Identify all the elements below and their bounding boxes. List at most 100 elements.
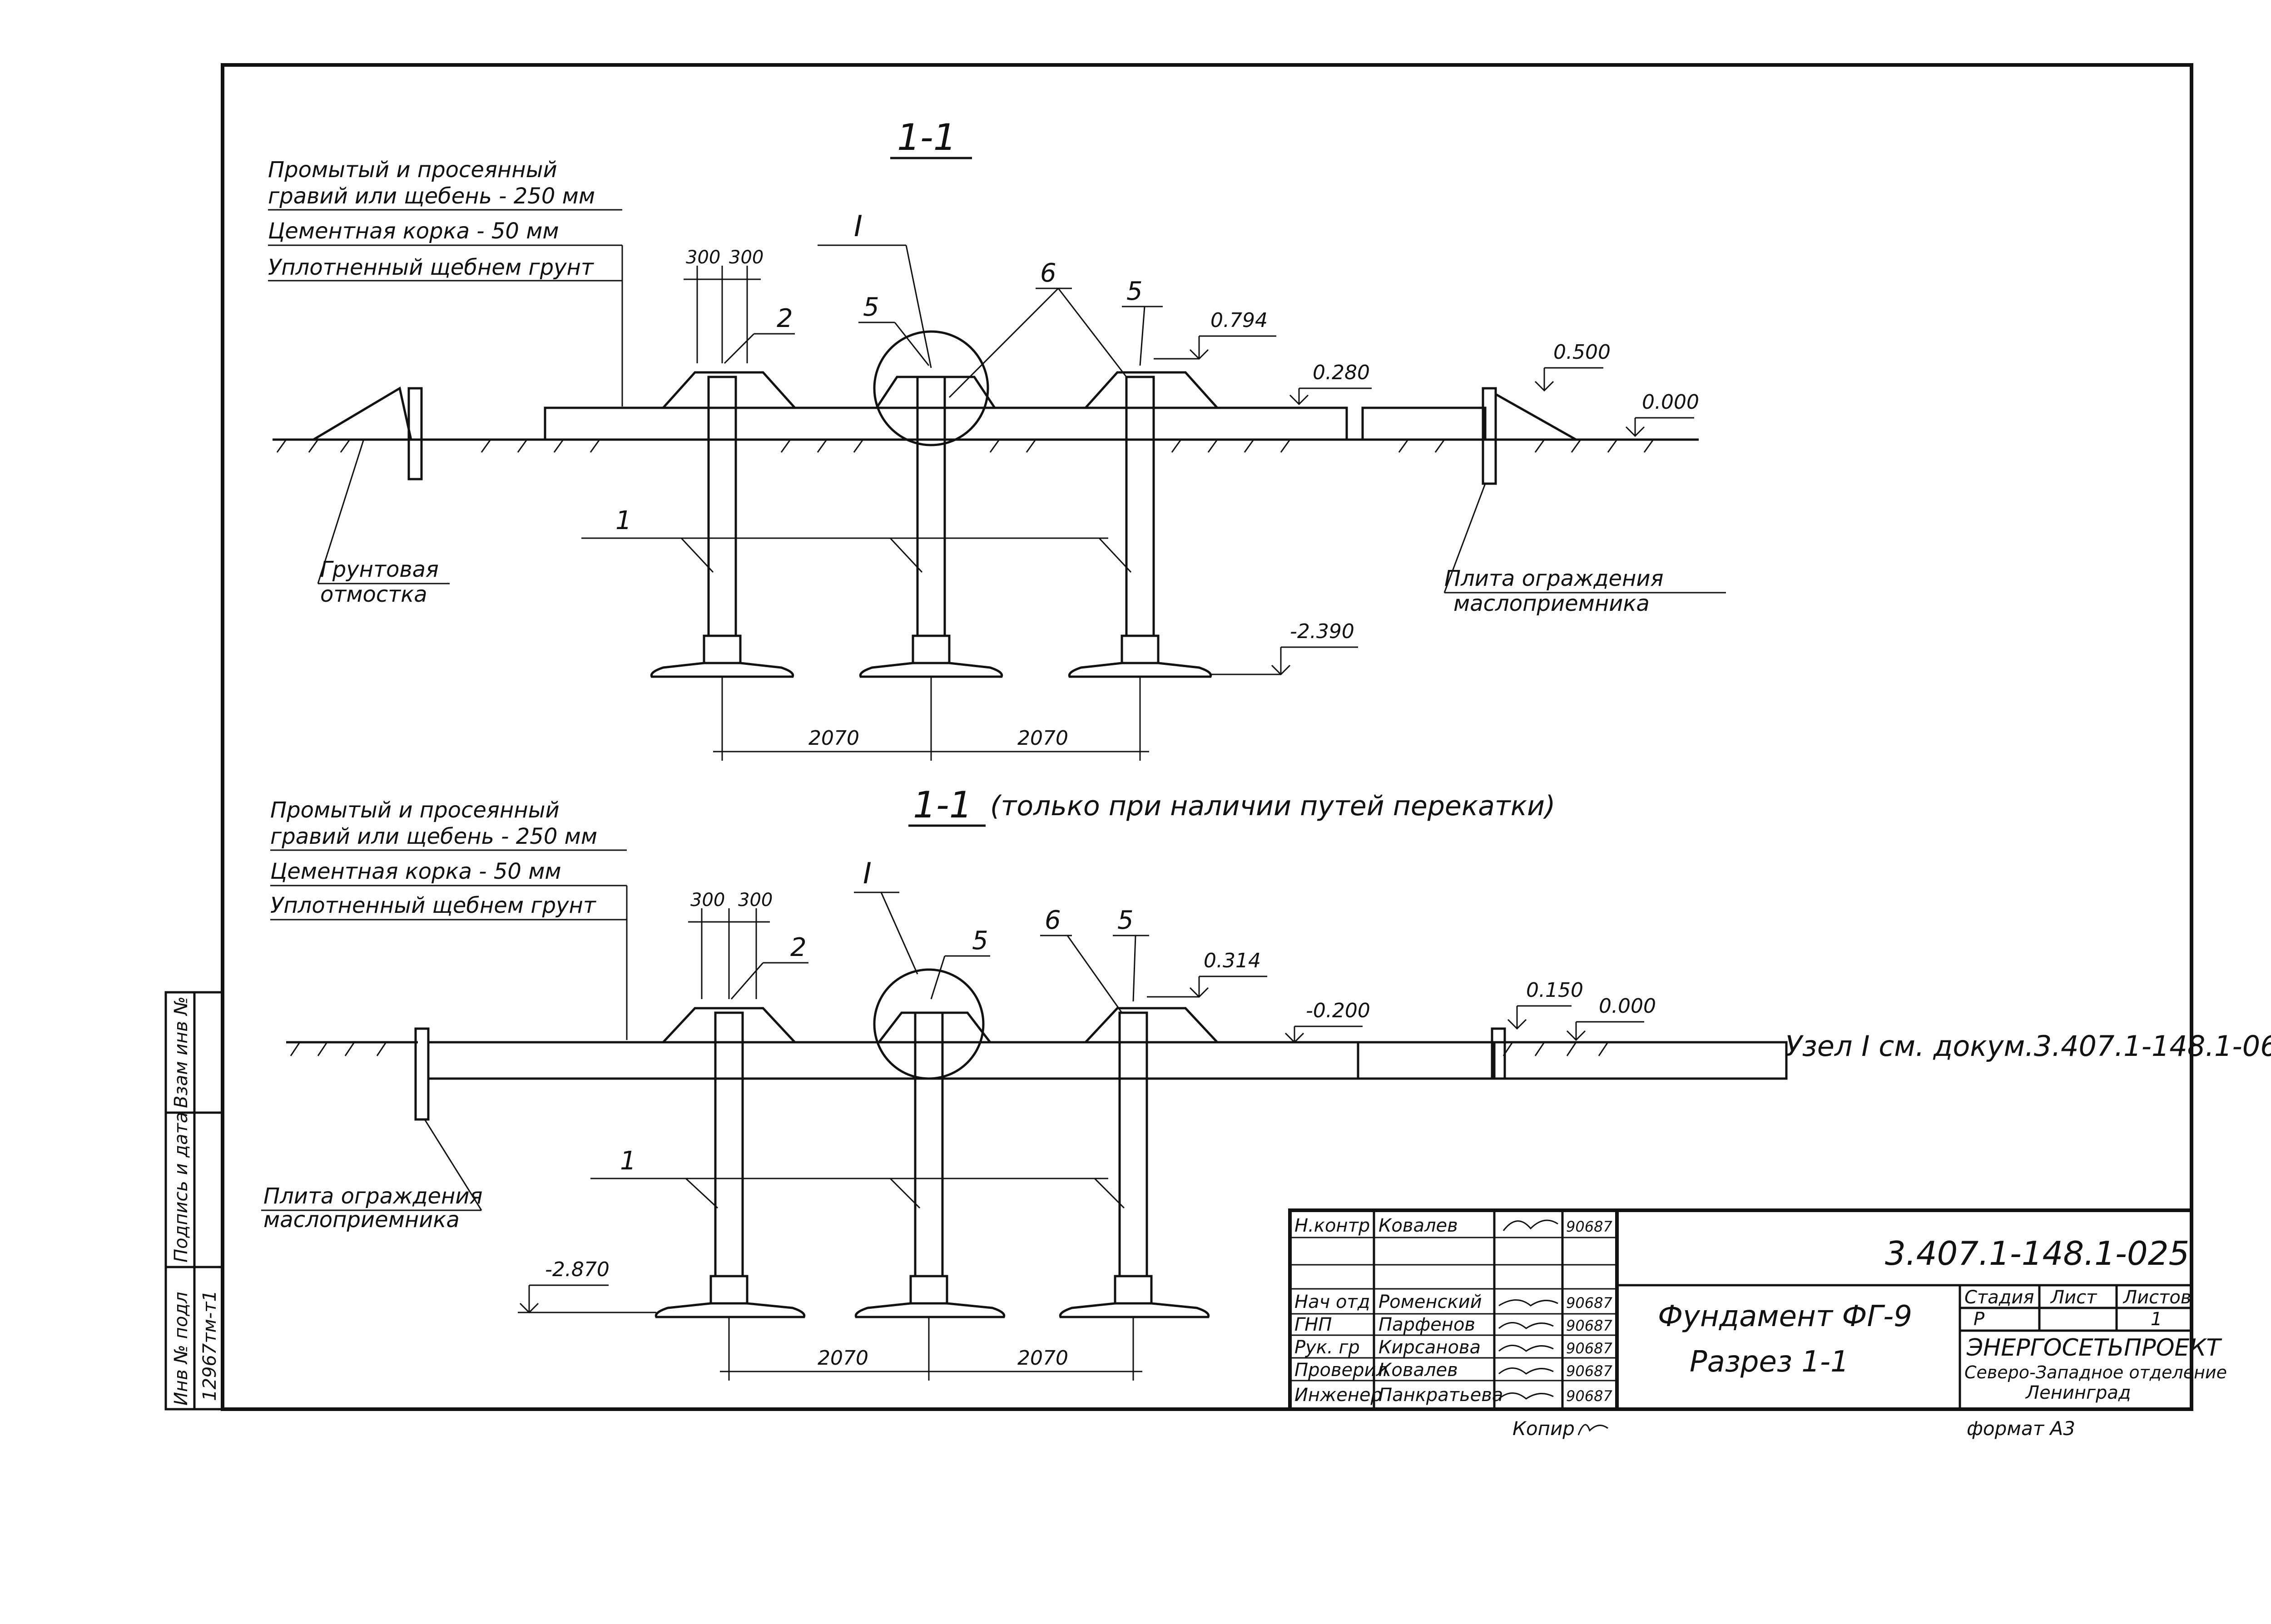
layer-3-s2: Уплотненный щебнем грунт [270, 893, 597, 918]
column-1a [650, 376, 794, 678]
callout-5b-s2: 5 [1117, 906, 1134, 935]
layer-1-line1-s2: Промытый и просеянный [270, 797, 560, 823]
sheets-value: 1 [2151, 1309, 2162, 1330]
signer-name: Роменский [1378, 1292, 1482, 1312]
org-line2: Северо-Западное отделение [1964, 1362, 2227, 1382]
elev-4: 0.000 [1642, 391, 1699, 414]
dim-top-1: 300 [686, 247, 720, 268]
signature [1498, 1367, 1554, 1375]
elev-1: 0.794 [1210, 309, 1268, 332]
org-line3: Ленинград [2025, 1382, 2131, 1403]
stage-value: Р [1973, 1309, 1985, 1330]
stamp-col2: Подпись и дата [171, 1112, 192, 1263]
dim-bottom-1-s2: 2070 [818, 1347, 868, 1370]
doc-code: 3.407.1-148.1-025 [1885, 1234, 2189, 1272]
elev-1-s2: 0.314 [1204, 949, 1261, 972]
layer-1-line2: гравий или щебень - 250 мм [268, 183, 595, 209]
dim-top-1-s2: 300 [690, 890, 725, 911]
column-1b [859, 376, 1003, 678]
label-left-line2: отмостка [320, 582, 427, 607]
signer-row-3: Рук. гр Кирсанова 90687 [1294, 1337, 1612, 1358]
section-2-subtitle: (только при наличии путей перекатки) [990, 790, 1555, 822]
label-right-line1: Плита ограждения [1444, 566, 1663, 591]
layer-1-line2-s2: гравий или щебень - 250 мм [270, 824, 597, 849]
format-label: формат А3 [1967, 1417, 2075, 1440]
dim-top-2-s2: 300 [738, 890, 773, 911]
stamp-col1: Инв № подл [171, 1292, 192, 1406]
signer-role: Нач отд [1294, 1292, 1370, 1312]
elev-2: 0.280 [1313, 361, 1370, 384]
callout-1-s2: 1 [620, 1146, 636, 1176]
dim-bottom-1: 2070 [808, 727, 859, 750]
label-left-line1: Грунтовая [320, 557, 439, 582]
signer-date: 90687 [1566, 1362, 1612, 1380]
col-stage: Стадия [1964, 1287, 2034, 1308]
signature [1502, 1219, 1558, 1231]
signature [1498, 1322, 1554, 1329]
node-note: Узел I см. докум.3.407.1-148.1-060 [1785, 1030, 2271, 1063]
drawing-title-line1: Фундамент ФГ-9 [1658, 1300, 1912, 1333]
elev-4-s2: 0.000 [1599, 995, 1656, 1018]
org-line1: ЭНЕРГОСЕТЬПРОЕКТ [1966, 1334, 2222, 1362]
signer-name: Ковалев [1378, 1215, 1458, 1236]
section-1-title: 1-1 [897, 116, 957, 158]
callout-6-s2: 6 [1045, 906, 1061, 935]
signature [1498, 1392, 1554, 1400]
copied-signature [1577, 1424, 1608, 1436]
signer-row-5: Инженер Панкратьева 90687 [1294, 1385, 1612, 1406]
signer-name: Парфенов [1378, 1314, 1475, 1335]
title-block: Н.контр Ковалев 90687 Нач отд Роменский … [1288, 1208, 2227, 1411]
signer-date: 90687 [1566, 1218, 1612, 1235]
signer-row-0: Н.контр Ковалев 90687 [1294, 1215, 1612, 1236]
signer-date: 90687 [1566, 1294, 1612, 1312]
label-right-line2: маслоприемника [1453, 591, 1650, 616]
dim-top-2: 300 [729, 247, 764, 268]
stamp-col3: Взам инв № [171, 996, 192, 1108]
elev-5-s2: -2.870 [545, 1258, 610, 1281]
signer-date: 90687 [1566, 1387, 1612, 1405]
callout-2: 2 [777, 304, 793, 333]
signature [1498, 1345, 1554, 1352]
callout-node-2: I [863, 857, 872, 891]
stamp-inv-number: 12967тм-т1 [199, 1290, 220, 1401]
layer-3: Уплотненный щебнем грунт [268, 255, 595, 280]
dim-bottom-2: 2070 [1017, 727, 1068, 750]
callout-5a: 5 [863, 292, 879, 322]
column-1c [1068, 376, 1212, 678]
signature [1498, 1299, 1558, 1307]
label-left-line2-s2: маслоприемника [263, 1207, 460, 1233]
signer-name: Ковалев [1378, 1360, 1458, 1381]
sheet-frame [221, 63, 2193, 1411]
callout-node-1: I [854, 210, 863, 243]
drawing-title-line2: Разрез 1-1 [1690, 1345, 1849, 1379]
col-sheets: Листов [2122, 1287, 2191, 1308]
elev-3: 0.500 [1553, 341, 1611, 364]
section-2: 1-1 (только при наличии путей перекатки)… [261, 784, 1788, 1381]
layer-1-line1: Промытый и просеянный [268, 157, 557, 183]
section-1: 1-1 Промытый и просеянный гравий или щеб… [268, 116, 1726, 761]
signer-role: Инженер [1294, 1385, 1382, 1406]
signer-role: Н.контр [1294, 1215, 1370, 1236]
column-2c [1059, 1011, 1210, 1318]
elev-3-s2: 0.150 [1526, 979, 1583, 1002]
dim-bottom-2-s2: 2070 [1017, 1347, 1068, 1370]
signer-name: Панкратьева [1378, 1385, 1503, 1406]
signer-date: 90687 [1566, 1340, 1612, 1357]
callout-2-s2: 2 [790, 933, 807, 962]
layer-2: Цементная корка - 50 мм [268, 218, 559, 244]
column-2b [854, 1011, 1006, 1318]
side-stamp: Инв № подл Подпись и дата Взам инв № 129… [164, 991, 224, 1411]
section-2-title: 1-1 [913, 784, 972, 826]
signer-row-1: Нач отд Роменский 90687 [1294, 1292, 1612, 1312]
col-sheet: Лист [2050, 1287, 2097, 1308]
signer-role: Рук. гр [1294, 1337, 1360, 1358]
copied-label: Копир [1512, 1417, 1575, 1440]
elev-5: -2.390 [1290, 620, 1354, 643]
signer-date: 90687 [1566, 1317, 1612, 1334]
column-2a [655, 1011, 806, 1318]
callout-5b: 5 [1126, 277, 1143, 306]
signer-name: Кирсанова [1378, 1337, 1481, 1358]
signer-role: ГНП [1294, 1314, 1332, 1335]
signer-role: Проверил [1294, 1360, 1388, 1381]
